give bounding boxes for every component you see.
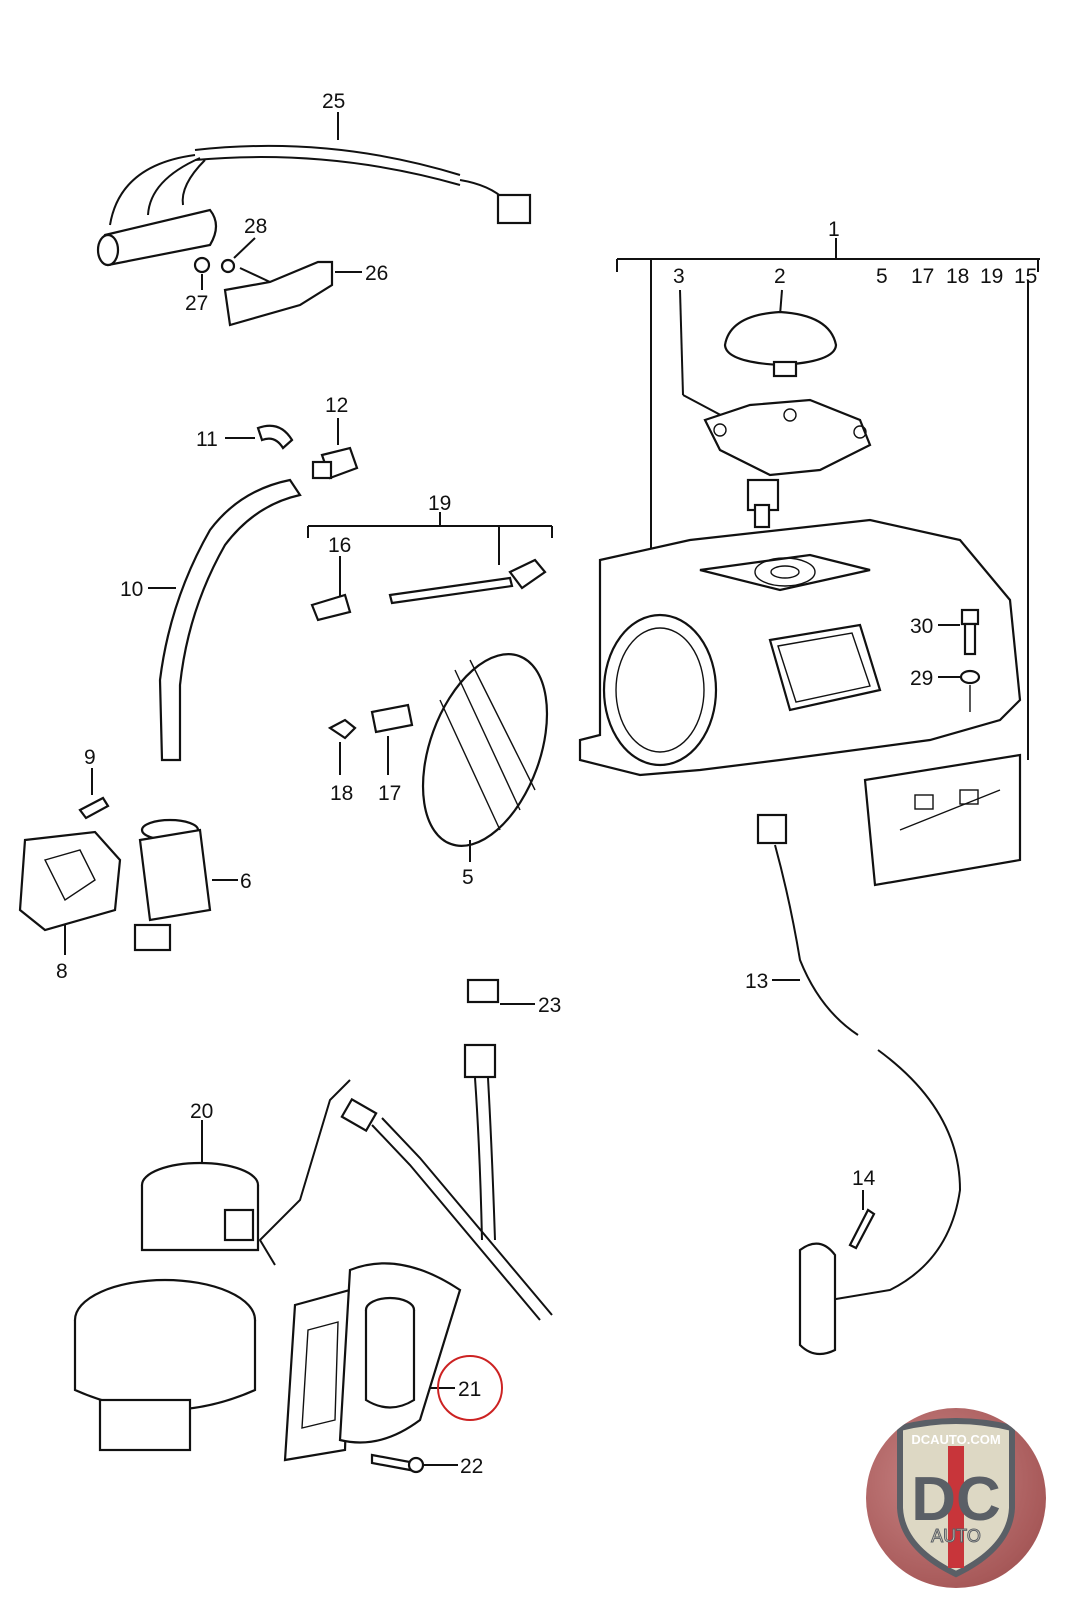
callout-6: 6 xyxy=(240,870,252,893)
callout-26: 26 xyxy=(365,262,388,285)
callout-17-top: 17 xyxy=(911,265,934,288)
callout-27: 27 xyxy=(185,292,208,315)
part-flange-21 xyxy=(283,1262,462,1462)
callout-19: 19 xyxy=(428,492,451,515)
part-housing xyxy=(578,518,1022,777)
callout-22: 22 xyxy=(460,1455,483,1478)
callout-1: 1 xyxy=(828,218,840,241)
part-motor-20 xyxy=(73,1120,260,1452)
shield-icon: DCAUTO.COM DC AUTO xyxy=(897,1418,1015,1578)
callout-18: 18 xyxy=(330,782,353,805)
part-screw-22 xyxy=(370,1453,458,1474)
part-fuse-23 xyxy=(463,978,535,1241)
part-switch-3 xyxy=(679,289,872,529)
callout-23: 23 xyxy=(538,994,561,1017)
part-plate-8 xyxy=(18,830,122,955)
callout-11: 11 xyxy=(196,428,218,451)
part-screw-30 xyxy=(938,608,980,656)
part-hose-10 xyxy=(148,478,302,762)
part-sensor-14 xyxy=(798,1190,876,1356)
callout-14: 14 xyxy=(852,1167,876,1190)
callout-13: 13 xyxy=(745,970,768,993)
callout-30: 30 xyxy=(910,615,933,638)
part-rod-19 xyxy=(307,512,553,605)
callout-10: 10 xyxy=(120,578,143,601)
part-clip-11 xyxy=(225,424,294,450)
callout-16: 16 xyxy=(328,534,351,557)
callout-15: 15 xyxy=(1014,265,1037,288)
part-screw-9 xyxy=(78,768,110,820)
callout-5-top: 5 xyxy=(876,265,888,288)
part-knob-2 xyxy=(723,289,838,378)
callout-18-top: 18 xyxy=(946,265,969,288)
dcauto-logo: DCAUTO.COM DC AUTO xyxy=(866,1408,1046,1588)
logo-top-text: DCAUTO.COM xyxy=(911,1432,1000,1447)
callout-21[interactable]: 21 xyxy=(458,1378,481,1401)
part-wire xyxy=(258,1079,553,1321)
part-pump-6 xyxy=(133,818,238,952)
callout-17: 17 xyxy=(378,782,401,805)
part-cable-13 xyxy=(756,813,962,1301)
part-washer-29 xyxy=(938,669,981,712)
callout-8: 8 xyxy=(56,960,68,983)
part-16 xyxy=(310,556,352,622)
part-lens-5 xyxy=(421,653,549,862)
logo-main-text: DC xyxy=(911,1465,1001,1534)
part-washer-28 xyxy=(220,237,256,274)
callout-29: 29 xyxy=(910,667,933,690)
callout-12: 12 xyxy=(325,394,348,417)
callout-20: 20 xyxy=(190,1100,213,1123)
callout-5: 5 xyxy=(462,866,474,889)
part-bracket-26 xyxy=(223,260,362,327)
part-fitting-12 xyxy=(311,418,359,480)
callout-25: 25 xyxy=(322,90,345,113)
part-harness-25 xyxy=(96,112,532,267)
part-socket-17 xyxy=(370,703,414,775)
highlight-circle-21 xyxy=(437,1355,503,1421)
part-bulb-18 xyxy=(327,718,357,775)
part-nut-27 xyxy=(193,256,211,290)
callout-3: 3 xyxy=(673,265,685,288)
callout-28: 28 xyxy=(244,215,267,238)
part-circuit-board-15 xyxy=(863,753,1022,887)
callout-9: 9 xyxy=(84,746,96,769)
callout-19-top: 19 xyxy=(980,265,1003,288)
logo-sub-text: AUTO xyxy=(931,1526,981,1546)
callout-2: 2 xyxy=(774,265,786,288)
